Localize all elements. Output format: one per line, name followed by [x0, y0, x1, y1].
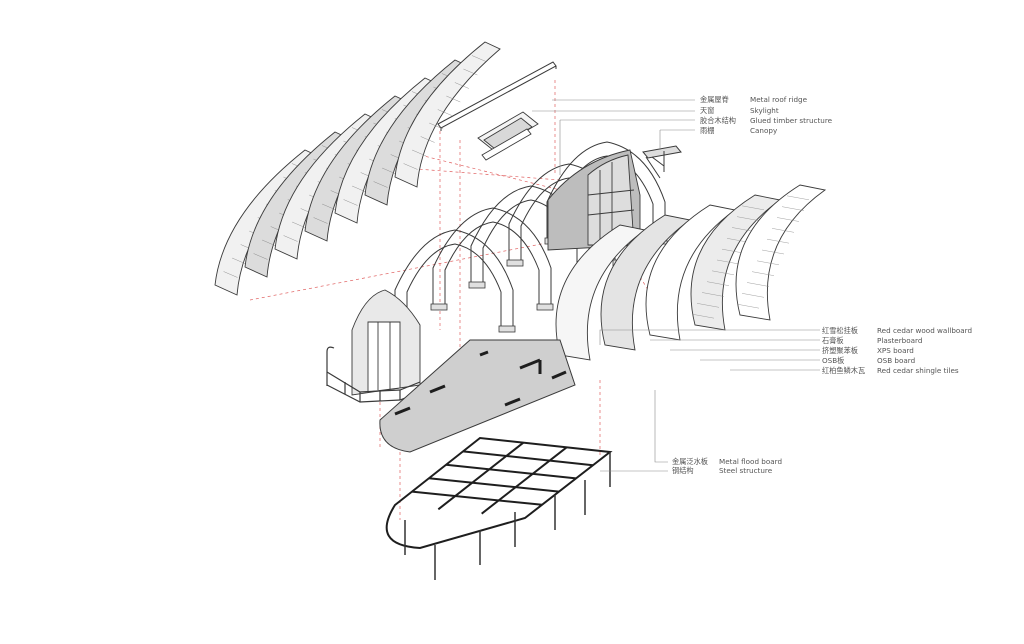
callout-osb-board: OSB板 OSB board: [822, 356, 915, 366]
leader-lines: [532, 99, 820, 472]
callout-skylight: 天窗 Skylight: [700, 106, 779, 116]
label-zh: 钢结构: [672, 466, 694, 475]
label-zh: 胶合木结构: [700, 116, 736, 125]
wall-layer: [735, 184, 827, 321]
callout-red-cedar-wallboard: 红雪松挂板 Red cedar wood wallboard: [822, 326, 972, 336]
callout-cedar-shingle-tiles: 红柏鱼鳞木瓦 Red cedar shingle tiles: [822, 366, 959, 376]
steel-legs: [404, 452, 611, 580]
label-en: Glued timber structure: [750, 116, 833, 125]
label-zh: 天窗: [700, 106, 715, 115]
label-en: Metal flood board: [719, 457, 783, 466]
label-zh: 红雪松挂板: [822, 326, 858, 335]
label-zh: 金属泛水板: [672, 457, 708, 466]
steel-frame: [385, 436, 613, 550]
label-zh: 金属屋脊: [700, 95, 729, 104]
projection-guides: [249, 80, 661, 520]
callout-xps-board: 挤塑聚苯板 XPS board: [822, 346, 914, 356]
callout-canopy: 雨棚 Canopy: [700, 126, 777, 136]
front-door-wall: [351, 289, 421, 396]
label-en: XPS board: [877, 346, 914, 355]
label-en: Metal roof ridge: [750, 95, 808, 104]
callout-steel-structure: 钢结构 Steel structure: [672, 466, 772, 476]
metal-roof-ridge: [437, 61, 557, 131]
label-en: Skylight: [750, 106, 779, 115]
label-zh: 雨棚: [700, 126, 715, 135]
label-en: Red cedar wood wallboard: [877, 326, 973, 335]
callout-metal-flood-board: 金属泛水板 Metal flood board: [672, 457, 782, 467]
metal-flood-board: [379, 339, 576, 453]
left-panel: [394, 41, 501, 188]
label-zh: 红柏鱼鳞木瓦: [822, 366, 866, 375]
label-en: OSB board: [877, 356, 916, 365]
skylight: [477, 111, 539, 161]
steel-structure: [385, 436, 613, 580]
label-en: Red cedar shingle tiles: [877, 366, 959, 375]
label-en: Steel structure: [719, 466, 773, 475]
canopy: [642, 145, 682, 179]
label-zh: 挤塑聚苯板: [822, 346, 858, 355]
timber-arch: [430, 207, 554, 311]
label-en: Plasterboard: [877, 336, 923, 345]
callout-glued-timber: 胶合木结构 Glued timber structure: [700, 116, 832, 126]
label-en: Canopy: [750, 126, 778, 135]
label-zh: OSB板: [822, 356, 845, 365]
callout-plasterboard: 石膏板 Plasterboard: [822, 336, 922, 346]
right-wall-layers: [555, 184, 827, 361]
label-zh: 石膏板: [822, 336, 844, 345]
callout-metal-roof-ridge: 金属屋脊 Metal roof ridge: [700, 95, 807, 105]
left-shingle-panels: [214, 41, 501, 296]
